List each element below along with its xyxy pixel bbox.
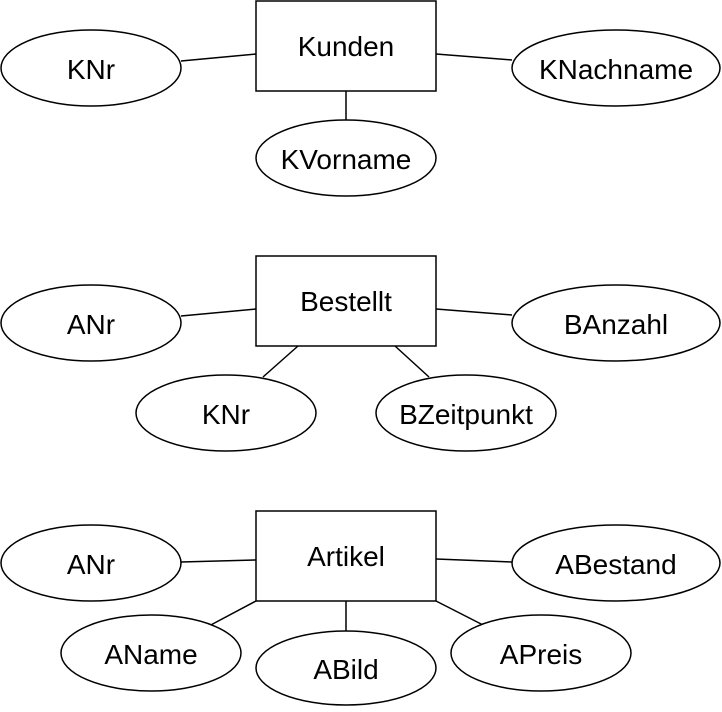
edge-bestellt-banzahl (435, 308, 513, 316)
attribute-artikel-abild-label: ABild (313, 654, 378, 685)
edge-artikel-anr (180, 559, 257, 563)
edge-bestellt-anr (180, 308, 257, 317)
entity-kunden-box[interactable] (255, 0, 437, 92)
entity-artikel-box[interactable] (255, 510, 437, 602)
entity-group-artikel: Artikel ANr ABestand AName ABild APreis (0, 510, 721, 706)
attribute-bestellt-bzeitpunkt-ellipse[interactable] (375, 374, 557, 452)
edge-kunden-knr (180, 53, 257, 62)
attribute-bestellt-knr-label: KNr (202, 399, 250, 430)
entity-bestellt-box[interactable] (255, 255, 437, 347)
attribute-kunden-knr-ellipse[interactable] (0, 29, 182, 107)
attribute-artikel-aname-ellipse[interactable] (60, 614, 242, 692)
edge-artikel-aname (206, 600, 257, 628)
attribute-artikel-apreis-ellipse[interactable] (450, 614, 632, 692)
attribute-bestellt-banzahl-label: BAnzahl (564, 309, 668, 340)
attribute-kunden-knachname-ellipse[interactable] (511, 29, 721, 107)
attribute-bestellt-anr-label: ANr (67, 309, 115, 340)
edge-bestellt-knr (262, 345, 299, 378)
attribute-kunden-kvorname-ellipse[interactable] (255, 119, 437, 197)
edge-artikel-apreis (435, 600, 486, 627)
attribute-kunden-knr-label: KNr (67, 54, 115, 85)
attribute-artikel-abestand-label: ABestand (555, 549, 676, 580)
attribute-bestellt-banzahl-ellipse[interactable] (511, 284, 721, 362)
attribute-bestellt-anr-ellipse[interactable] (0, 284, 182, 362)
attribute-bestellt-knr-ellipse[interactable] (135, 374, 317, 452)
edge-artikel-abestand (435, 558, 513, 563)
attribute-artikel-anr-label: ANr (67, 549, 115, 580)
attribute-kunden-kvorname-label: KVorname (281, 144, 412, 175)
attribute-bestellt-bzeitpunkt-label: BZeitpunkt (399, 399, 533, 430)
entity-kunden-label: Kunden (298, 31, 395, 62)
attribute-artikel-aname-label: AName (104, 639, 197, 670)
entity-bestellt-label: Bestellt (300, 286, 392, 317)
entity-artikel-label: Artikel (307, 541, 385, 572)
entity-group-bestellt: Bestellt ANr BAnzahl KNr BZeitpunkt (0, 255, 721, 452)
attribute-artikel-abild-ellipse[interactable] (255, 630, 437, 706)
entity-group-kunden: Kunden KNr KNachname KVorname (0, 0, 721, 197)
edge-kunden-knachname (435, 53, 513, 61)
attribute-kunden-knachname-label: KNachname (539, 54, 693, 85)
attribute-artikel-anr-ellipse[interactable] (0, 524, 182, 602)
attribute-artikel-abestand-ellipse[interactable] (511, 524, 721, 602)
edge-bestellt-bzeitpunkt (394, 345, 430, 378)
attribute-artikel-apreis-label: APreis (500, 639, 582, 670)
